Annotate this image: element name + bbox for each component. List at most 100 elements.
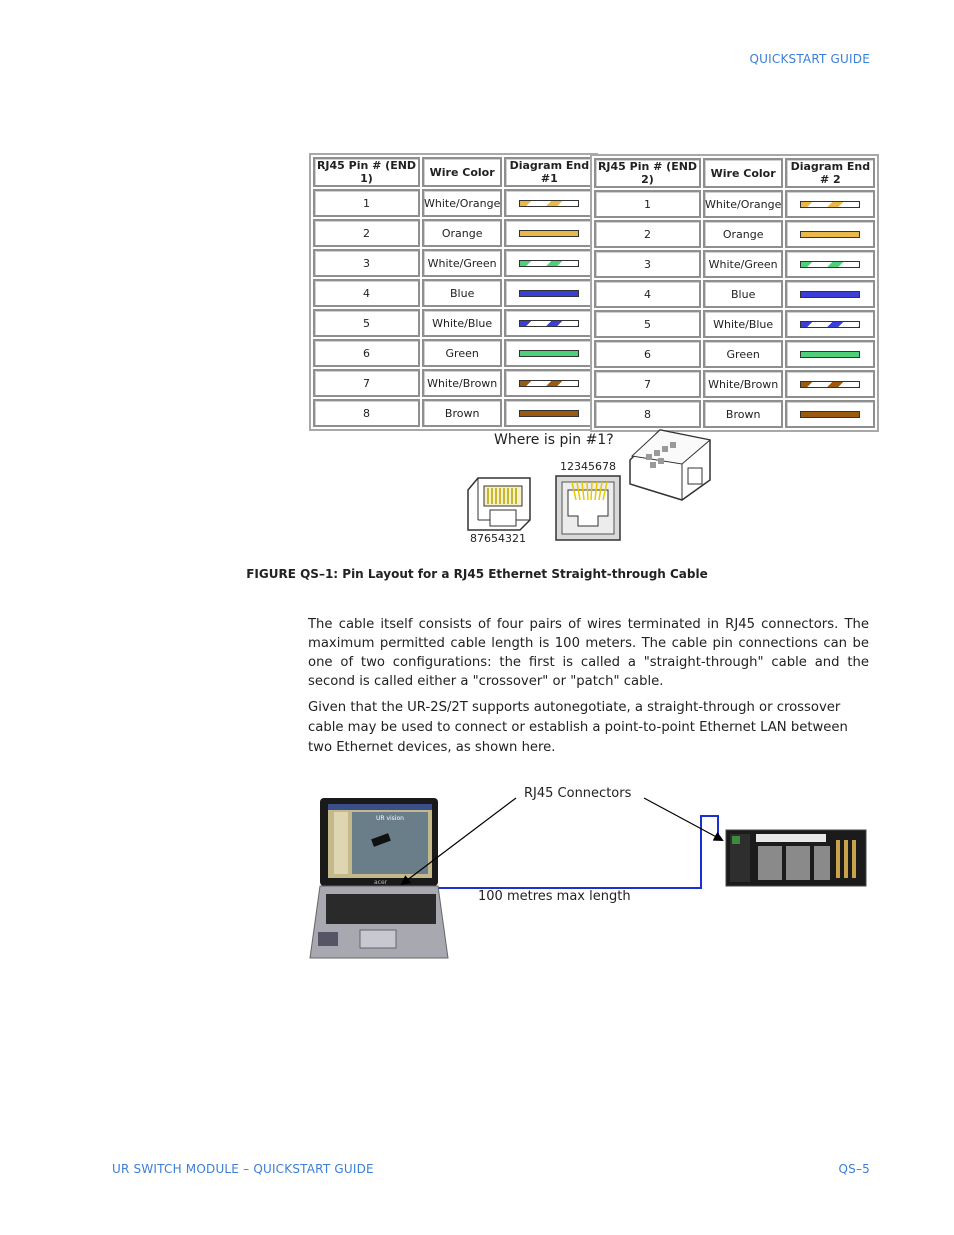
pin-number: 8 [594,400,701,428]
wire-swatch [800,350,861,358]
table-row: 6 Green [313,339,595,367]
pin-number: 4 [594,280,701,308]
pin-number: 5 [594,310,701,338]
page-number: QS–5 [838,1162,870,1176]
table-row: 1 White/Orange [313,189,595,217]
wire-diagram-cell [504,279,595,307]
table-row: 7 White/Brown [313,369,595,397]
network-diagram: UR vision acer [309,797,867,959]
wire-color-name: Orange [703,220,784,248]
pin-number: 2 [594,220,701,248]
wire-swatch [800,290,861,298]
table-row: 8 Brown [594,400,876,428]
wire-swatch [800,410,861,418]
wire-color-name: White/Blue [703,310,784,338]
wire-swatch [800,200,861,208]
wire-color-name: White/Brown [703,370,784,398]
wire-color-name: White/Blue [422,309,503,337]
wire-diagram-cell [785,310,876,338]
ur-device-icon [725,829,867,887]
wire-diagram-cell [785,340,876,368]
column-header-pin: RJ45 Pin # (END 1) [313,157,420,187]
pin-order-label-left: 87654321 [470,532,526,545]
rj45-connector-figure: Where is pin #1? 12345678 87654321 [467,429,712,545]
wire-swatch [519,229,580,237]
table-row: 5 White/Blue [594,310,876,338]
wire-swatch [800,380,861,388]
column-header-wire-color: Wire Color [703,158,784,188]
pin-order-label-right: 12345678 [560,460,616,473]
table-row: 3 White/Green [313,249,595,277]
wire-color-name: White/Orange [422,189,503,217]
pin-number: 1 [594,190,701,218]
wire-diagram-cell [504,189,595,217]
wire-diagram-cell [785,220,876,248]
column-header-diagram: Diagram End # 2 [785,158,876,188]
wire-color-name: Orange [422,219,503,247]
pin-number: 6 [313,339,420,367]
arrow-to-device-port [643,797,724,841]
pin-number: 8 [313,399,420,427]
laptop-brand-text: acer [374,879,388,886]
body-paragraph-2: Given that the UR-2S/2T supports autoneg… [308,700,848,755]
wire-diagram-cell [504,309,595,337]
laptop-icon: UR vision acer [309,798,449,959]
table-row: 4 Blue [594,280,876,308]
wire-color-name: Brown [422,399,503,427]
wire-diagram-cell [504,339,595,367]
wire-swatch [519,349,580,357]
rj45-connectors-label: RJ45 Connectors [524,786,632,801]
pin-number: 6 [594,340,701,368]
wire-swatch [800,230,861,238]
wire-swatch [519,199,580,207]
pin-number: 7 [313,369,420,397]
table-row: 4 Blue [313,279,595,307]
table-row: 6 Green [594,340,876,368]
ethernet-cable [436,815,719,889]
wire-diagram-cell [785,400,876,428]
wire-color-name: Green [703,340,784,368]
wire-diagram-cell [785,190,876,218]
body-paragraph-1: The cable itself consists of four pairs … [308,617,869,689]
pin-number: 5 [313,309,420,337]
wire-diagram-cell [785,370,876,398]
page-header-title: QUICKSTART GUIDE [749,52,870,66]
wire-swatch [519,379,580,387]
wire-diagram-cell [785,280,876,308]
wire-color-name: Blue [703,280,784,308]
wire-swatch [800,320,861,328]
wire-color-name: White/Green [422,249,503,277]
figure-caption: FIGURE QS–1: Pin Layout for a RJ45 Ether… [246,567,708,581]
wire-color-name: Blue [422,279,503,307]
wire-color-name: Green [422,339,503,367]
laptop-screen-text: UR vision [376,815,404,822]
wire-color-name: White/Green [703,250,784,278]
pin-number: 7 [594,370,701,398]
arrow-to-laptop-port [400,797,517,886]
wire-diagram-cell [504,249,595,277]
pin-number: 3 [313,249,420,277]
rj45-plug-front-icon [467,477,531,531]
wire-diagram-cell [785,250,876,278]
rj45-plug-isometric-icon [629,429,712,501]
pin-question-label: Where is pin #1? [494,432,614,448]
table-header-row: RJ45 Pin # (END 1) Wire Color Diagram En… [313,157,595,187]
page-footer-title: UR SWITCH MODULE – QUICKSTART GUIDE [112,1162,374,1176]
column-header-pin: RJ45 Pin # (END 2) [594,158,701,188]
column-header-wire-color: Wire Color [422,157,503,187]
pin-table-end1: RJ45 Pin # (END 1) Wire Color Diagram En… [309,153,599,431]
wire-swatch [519,409,580,417]
wire-diagram-cell [504,369,595,397]
table-header-row: RJ45 Pin # (END 2) Wire Color Diagram En… [594,158,876,188]
pin-table-end2: RJ45 Pin # (END 2) Wire Color Diagram En… [590,154,880,432]
table-row: 5 White/Blue [313,309,595,337]
pin-number: 1 [313,189,420,217]
wire-color-name: White/Orange [703,190,784,218]
wire-color-name: Brown [703,400,784,428]
wire-swatch [800,260,861,268]
table-row: 2 Orange [313,219,595,247]
wire-swatch [519,259,580,267]
pin-number: 2 [313,219,420,247]
table-row: 3 White/Green [594,250,876,278]
wire-color-name: White/Brown [422,369,503,397]
